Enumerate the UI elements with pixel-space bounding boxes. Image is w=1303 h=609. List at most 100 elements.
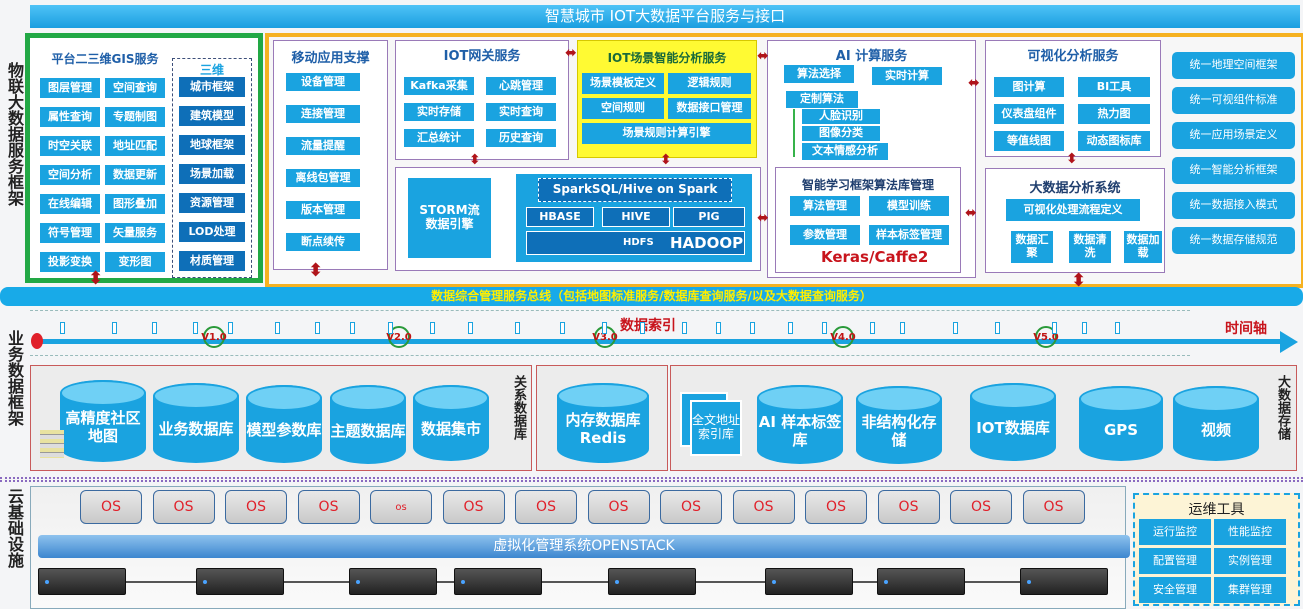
three-d-item[interactable]: 城市框架 [179,77,245,97]
scene-item[interactable]: 场景规则计算引擎 [582,123,751,144]
os-instance[interactable]: OS [297,490,360,524]
gis-item[interactable]: 图层管理 [40,78,100,98]
ops-item[interactable]: 配置管理 [1139,548,1211,574]
vis-item[interactable]: 动态图标库 [1078,131,1150,151]
version-marker[interactable]: V4.0 [830,326,856,348]
gateway-item[interactable]: 实时查询 [486,103,556,121]
mobile-item[interactable]: 断点续传 [286,233,360,251]
three-d-item[interactable]: LOD处理 [179,222,245,242]
ai-item[interactable]: 图像分类 [802,126,880,141]
flow-definition[interactable]: 可视化处理流程定义 [1006,199,1140,221]
os-instance[interactable]: OS [515,490,577,524]
db-cylinder[interactable]: 高精度社区地图 [60,380,146,462]
standard-item[interactable]: 统一数据存储规范 [1172,227,1295,254]
db-cylinder[interactable]: 非结构化存储 [856,386,942,464]
os-instance[interactable]: OS [152,490,215,524]
gateway-item[interactable]: 汇总统计 [404,129,474,147]
db-cylinder[interactable]: 数据集市 [413,385,489,461]
vis-item[interactable]: 仪表盘组件 [994,104,1064,124]
step-clean[interactable]: 数据清洗 [1069,231,1111,263]
gis-item[interactable]: 矢量服务 [105,223,165,243]
os-instance[interactable]: OS [805,490,867,524]
gis-item[interactable]: 数据更新 [105,165,165,185]
gateway-item[interactable]: Kafka采集 [404,77,474,95]
gis-item[interactable]: 变形图 [105,252,165,272]
vis-item[interactable]: 热力图 [1078,104,1150,124]
scene-item[interactable]: 逻辑规则 [668,73,751,94]
db-cylinder[interactable]: 模型参数库 [246,385,322,463]
standard-item[interactable]: 统一可视组件标准 [1172,87,1295,114]
standard-item[interactable]: 统一地理空间框架 [1172,52,1295,79]
os-instance[interactable]: OS [442,490,505,524]
os-instance[interactable]: OS [732,490,795,524]
db-cylinder[interactable]: IOT数据库 [970,383,1056,461]
mobile-item[interactable]: 设备管理 [286,73,360,91]
ai-item[interactable]: 算法选择 [784,65,854,83]
three-d-item[interactable]: 地球框架 [179,135,245,155]
gis-item[interactable]: 空间查询 [105,78,165,98]
gis-item[interactable]: 地址匹配 [105,136,165,156]
ops-item[interactable]: 实例管理 [1214,548,1286,574]
version-marker[interactable]: V5.0 [1033,326,1059,348]
vis-item[interactable]: 图计算 [994,77,1064,97]
gis-item[interactable]: 在线编辑 [40,194,100,214]
three-d-item[interactable]: 建筑模型 [179,106,245,126]
os-instance[interactable]: OS [877,490,940,524]
standard-item[interactable]: 统一智能分析框架 [1172,157,1295,184]
vis-item[interactable]: 等值线图 [994,131,1064,151]
os-instance[interactable]: os [370,490,432,524]
ai-item[interactable]: 文本情感分析 [802,143,888,160]
db-cylinder[interactable]: 视频 [1173,386,1259,461]
ai-item[interactable]: 定制算法 [786,91,858,108]
db-cylinder[interactable]: GPS [1079,386,1163,461]
mobile-item[interactable]: 版本管理 [286,201,360,219]
standard-item[interactable]: 统一数据接入模式 [1172,192,1295,219]
ai-item[interactable]: 人脸识别 [802,109,880,124]
gis-item[interactable]: 投影变换 [40,252,100,272]
gateway-item[interactable]: 历史查询 [486,129,556,147]
fulltext-index[interactable]: 全文地址索引库 [690,400,742,456]
pig[interactable]: PIG [673,207,745,227]
gis-item[interactable]: 专题制图 [105,107,165,127]
scene-item[interactable]: 空间规则 [582,98,664,119]
ops-item[interactable]: 安全管理 [1139,577,1211,603]
step-load[interactable]: 数据加载 [1124,231,1162,263]
step-aggregate[interactable]: 数据汇聚 [1011,231,1053,263]
redis-cylinder[interactable]: 内存数据库Redis [557,383,649,463]
os-instance[interactable]: OS [950,490,1012,524]
ops-item[interactable]: 运行监控 [1139,519,1211,545]
spark-box[interactable]: SparkSQL/Hive on Spark [538,178,732,202]
vis-item[interactable]: BI工具 [1078,77,1150,97]
os-instance[interactable]: OS [1022,490,1085,524]
scene-item[interactable]: 场景模板定义 [582,73,664,94]
ops-item[interactable]: 性能监控 [1214,519,1286,545]
os-instance[interactable]: OS [660,490,722,524]
os-instance[interactable]: OS [587,490,650,524]
three-d-item[interactable]: 场景加载 [179,164,245,184]
openstack-bar[interactable]: 虚拟化管理系统OPENSTACK [38,535,1130,558]
ml-item[interactable]: 参数管理 [790,225,860,245]
gis-item[interactable]: 空间分析 [40,165,100,185]
ops-item[interactable]: 集群管理 [1214,577,1286,603]
os-instance[interactable]: OS [225,490,287,524]
os-instance[interactable]: OS [80,490,142,524]
version-marker[interactable]: V1.0 [201,326,227,348]
ai-item[interactable]: 实时计算 [872,67,942,85]
ml-item[interactable]: 算法管理 [790,196,860,216]
scene-item[interactable]: 数据接口管理 [668,98,751,119]
hdfs-bar[interactable]: HDFS HADOOP [526,231,745,255]
version-marker[interactable]: V2.0 [386,326,412,348]
mobile-item[interactable]: 离线包管理 [286,169,360,187]
hbase[interactable]: HBASE [526,207,594,227]
db-cylinder[interactable]: AI 样本标签库 [757,385,843,464]
storm-engine[interactable]: STORM流数据引擎 [408,178,491,258]
db-cylinder[interactable]: 业务数据库 [153,383,239,463]
gis-item[interactable]: 符号管理 [40,223,100,243]
standard-item[interactable]: 统一应用场景定义 [1172,122,1295,149]
three-d-item[interactable]: 材质管理 [179,251,245,271]
hive[interactable]: HIVE [602,207,670,227]
mobile-item[interactable]: 连接管理 [286,105,360,123]
three-d-item[interactable]: 资源管理 [179,193,245,213]
gis-item[interactable]: 属性查询 [40,107,100,127]
ml-item[interactable]: 模型训练 [869,196,949,216]
